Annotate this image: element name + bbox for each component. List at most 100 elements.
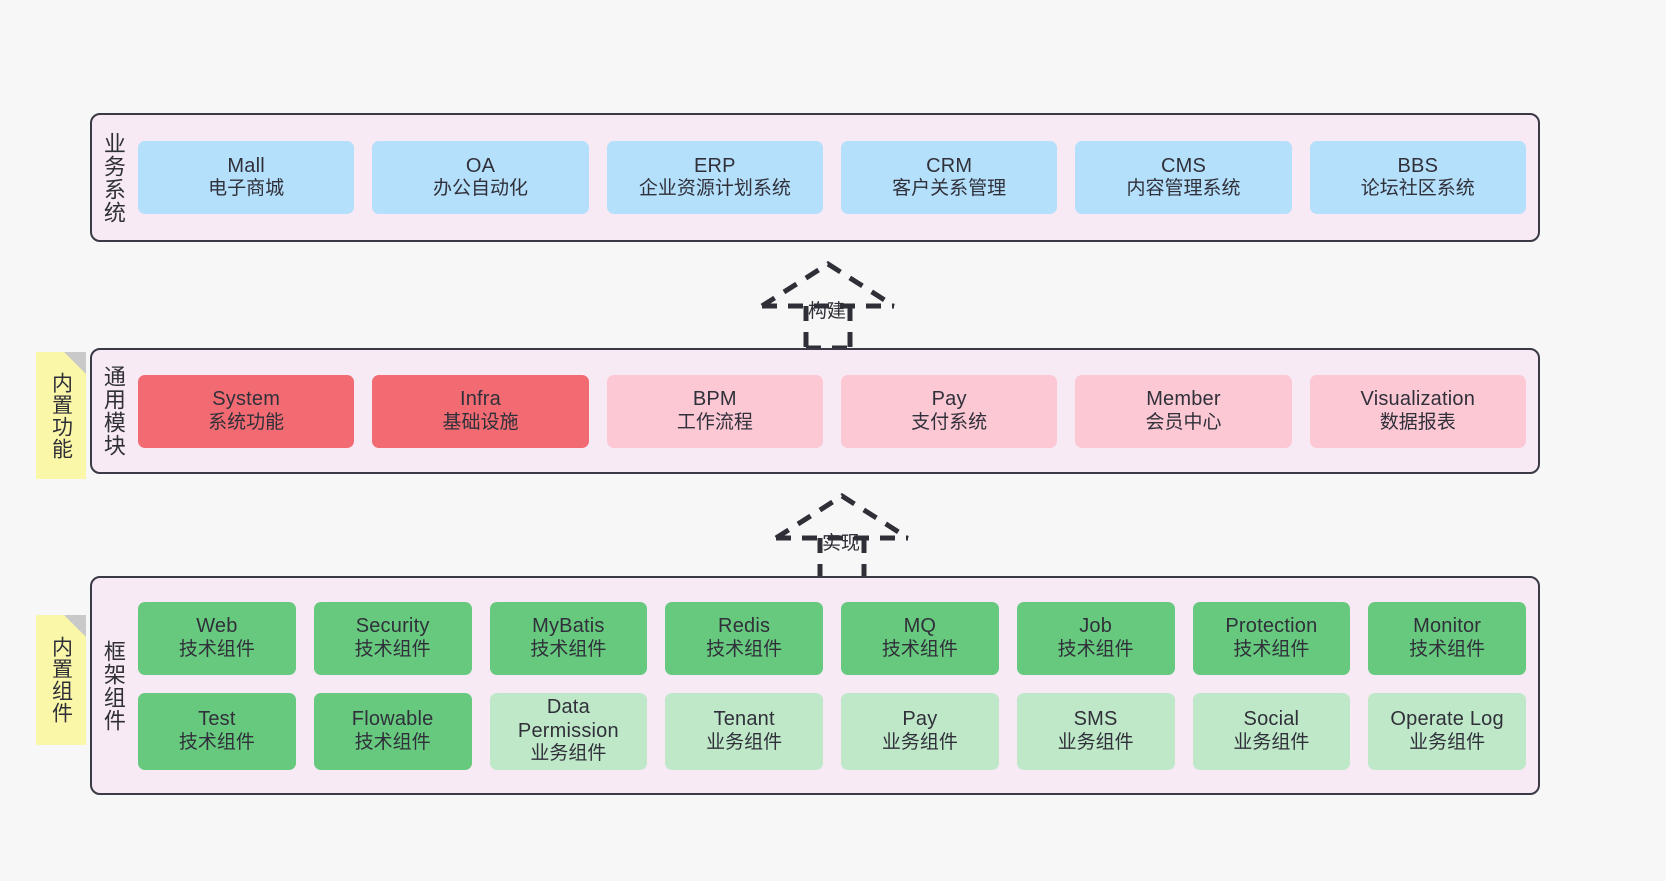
component-title: Test <box>198 708 236 730</box>
component-title: Data Permission <box>517 696 619 742</box>
arrow-implement-label: 实现 <box>822 533 861 554</box>
module-title: CMS <box>1160 154 1206 177</box>
component-title: Web <box>196 615 238 637</box>
module-title: BPM <box>692 388 737 410</box>
component-subtitle: 业务组件 <box>881 731 958 753</box>
component-title: Pay <box>902 708 938 730</box>
module-box-cms[interactable]: CMS 内容管理系统 <box>1075 141 1292 214</box>
module-title: OA <box>465 154 496 177</box>
component-title: Protection <box>1225 615 1318 637</box>
module-subtitle: 工作流程 <box>676 411 753 433</box>
module-title: BBS <box>1397 154 1439 177</box>
component-box-security[interactable]: Security 技术组件 <box>313 601 472 675</box>
component-subtitle: 业务组件 <box>1409 731 1486 753</box>
layer-common-modules-title: 通用模块 <box>100 365 126 457</box>
component-subtitle: 技术组件 <box>354 731 431 753</box>
component-subtitle: 业务组件 <box>1057 731 1134 753</box>
component-box-data-permission[interactable]: Data Permission 业务组件 <box>489 692 648 770</box>
component-subtitle: 技术组件 <box>1233 638 1310 660</box>
module-box-crm[interactable]: CRM 客户关系管理 <box>840 141 1058 214</box>
component-box-tenant[interactable]: Tenant 业务组件 <box>665 692 823 770</box>
component-title: Social <box>1243 708 1300 730</box>
component-box-pay[interactable]: Pay 业务组件 <box>841 692 999 770</box>
module-box-mall[interactable]: Mall 电子商城 <box>138 141 355 214</box>
module-title: Visualization <box>1360 388 1476 410</box>
module-title: Pay <box>931 388 967 410</box>
component-box-redis[interactable]: Redis 技术组件 <box>665 601 823 675</box>
component-subtitle: 技术组件 <box>178 731 255 753</box>
component-subtitle: 技术组件 <box>1057 638 1134 660</box>
module-box-pay[interactable]: Pay 支付系统 <box>840 374 1058 448</box>
component-title: Security <box>355 615 430 637</box>
layer-framework-components: 框架组件 Web 技术组件 Security 技术组件 MyBatis 技术组件… <box>90 576 1540 795</box>
module-subtitle: 电子商城 <box>208 178 285 200</box>
component-box-monitor[interactable]: Monitor 技术组件 <box>1368 601 1526 675</box>
note-fold-corner-icon <box>64 615 86 637</box>
component-subtitle: 技术组件 <box>530 638 607 660</box>
component-box-job[interactable]: Job 技术组件 <box>1016 601 1175 675</box>
component-subtitle: 技术组件 <box>881 638 958 660</box>
component-title: MyBatis <box>532 615 605 637</box>
module-box-oa[interactable]: OA 办公自动化 <box>372 141 589 214</box>
arrow-implement-glyph <box>774 493 910 582</box>
note-builtin-components-label: 内置组件 <box>49 636 73 724</box>
module-subtitle: 数据报表 <box>1379 411 1456 433</box>
layer-framework-components-body: Web 技术组件 Security 技术组件 MyBatis 技术组件 Redi… <box>134 578 1538 793</box>
module-subtitle: 系统功能 <box>208 411 285 433</box>
module-subtitle: 会员中心 <box>1145 411 1222 433</box>
component-subtitle: 业务组件 <box>706 731 783 753</box>
component-box-sms[interactable]: SMS 业务组件 <box>1016 692 1175 770</box>
module-subtitle: 客户关系管理 <box>892 178 1007 200</box>
module-box-visualization[interactable]: Visualization 数据报表 <box>1309 374 1526 448</box>
layer-common-modules-body: System 系统功能 Infra 基础设施 BPM 工作流程 Pay 支付系统… <box>134 350 1538 472</box>
module-subtitle: 内容管理系统 <box>1126 178 1241 200</box>
layer-business-systems: 业务系统 Mall 电子商城 OA 办公自动化 ERP 企业资源计划系统 CRM… <box>90 113 1540 242</box>
component-title: Job <box>1079 615 1113 637</box>
module-box-erp[interactable]: ERP 企业资源计划系统 <box>606 141 823 214</box>
module-box-bpm[interactable]: BPM 工作流程 <box>606 374 823 448</box>
component-subtitle: 技术组件 <box>1409 638 1486 660</box>
business-systems-row: Mall 电子商城 OA 办公自动化 ERP 企业资源计划系统 CRM 客户关系… <box>138 141 1526 214</box>
component-title: Flowable <box>351 708 434 730</box>
note-fold-corner-icon <box>64 352 86 374</box>
layer-framework-components-title: 框架组件 <box>100 639 126 732</box>
module-title: System <box>212 388 281 410</box>
component-box-operate-log[interactable]: Operate Log 业务组件 <box>1368 692 1526 770</box>
arrow-implement: 实现 <box>772 490 912 582</box>
module-title: Infra <box>459 388 501 410</box>
component-title: Redis <box>718 615 771 637</box>
layer-common-modules: 通用模块 System 系统功能 Infra 基础设施 BPM 工作流程 Pay… <box>90 348 1540 474</box>
module-subtitle: 支付系统 <box>911 411 988 433</box>
module-title: CRM <box>926 154 973 177</box>
component-box-test[interactable]: Test 技术组件 <box>138 692 296 770</box>
layer-business-systems-body: Mall 电子商城 OA 办公自动化 ERP 企业资源计划系统 CRM 客户关系… <box>134 115 1538 240</box>
component-title: Monitor <box>1413 615 1482 637</box>
module-subtitle: 办公自动化 <box>432 178 528 200</box>
component-box-web[interactable]: Web 技术组件 <box>138 601 296 675</box>
module-box-infra[interactable]: Infra 基础设施 <box>372 374 589 448</box>
module-subtitle: 基础设施 <box>442 411 519 433</box>
component-box-flowable[interactable]: Flowable 技术组件 <box>313 692 472 770</box>
component-box-mybatis[interactable]: MyBatis 技术组件 <box>489 601 648 675</box>
component-subtitle: 技术组件 <box>178 638 255 660</box>
framework-business-components-row: Test 技术组件 Flowable 技术组件 Data Permission … <box>138 692 1526 770</box>
module-box-bbs[interactable]: BBS 论坛社区系统 <box>1309 141 1526 214</box>
layer-business-systems-title: 业务系统 <box>100 131 126 224</box>
common-modules-row: System 系统功能 Infra 基础设施 BPM 工作流程 Pay 支付系统… <box>138 374 1526 448</box>
component-title: Operate Log <box>1390 708 1504 730</box>
module-box-system[interactable]: System 系统功能 <box>138 374 355 448</box>
component-box-protection[interactable]: Protection 技术组件 <box>1192 601 1351 675</box>
module-title: ERP <box>693 154 736 177</box>
framework-tech-components-row: Web 技术组件 Security 技术组件 MyBatis 技术组件 Redi… <box>138 601 1526 675</box>
note-builtin-functions: 内置功能 <box>36 352 86 479</box>
component-subtitle: 技术组件 <box>354 638 431 660</box>
module-title: Mall <box>227 154 265 177</box>
note-builtin-components: 内置组件 <box>36 615 86 745</box>
component-box-social[interactable]: Social 业务组件 <box>1192 692 1351 770</box>
module-box-member[interactable]: Member 会员中心 <box>1075 374 1292 448</box>
component-title: MQ <box>903 615 937 637</box>
arrow-build: 构建 <box>758 258 898 350</box>
component-box-mq[interactable]: MQ 技术组件 <box>841 601 999 675</box>
note-builtin-functions-label: 内置功能 <box>49 371 73 460</box>
